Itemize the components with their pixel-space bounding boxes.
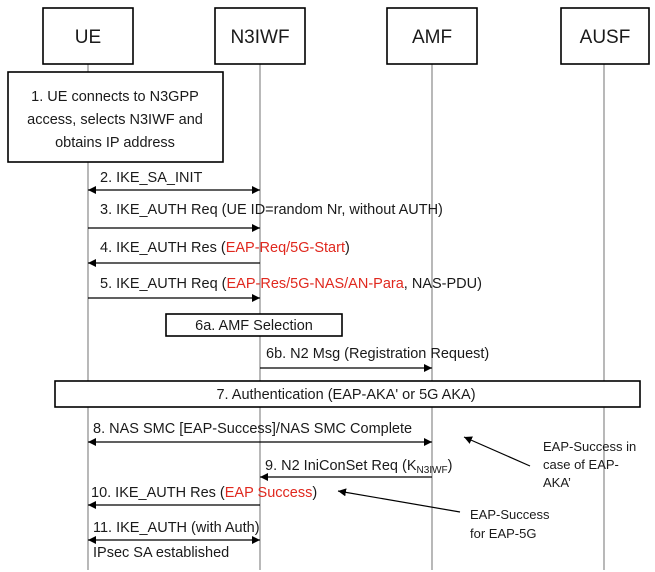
msg-4-red: EAP-Req/5G-Start [226,240,345,256]
msg-9-label: 9. N2 IniConSet Req (KN3IWF) [265,458,452,476]
note-eap5g-line1: EAP-Success [470,507,550,522]
entity-ausf: AUSF [560,7,650,65]
entity-amf: AMF [386,7,478,65]
note-eap5g: EAP-Success for EAP-5G [337,488,550,541]
entity-ue: UE [42,7,134,65]
note-aka-line3: AKA’ [543,475,571,490]
note-aka: EAP-Success in case of EAP- AKA’ [463,436,636,490]
step6a-box: 6a. AMF Selection [165,313,343,337]
msg-4-prefix: 4. IKE_AUTH Res ( [100,240,226,256]
msg-3-label: 3. IKE_AUTH Req (UE ID=random Nr, withou… [100,202,443,218]
msg-10-suffix: ) [312,485,317,501]
entity-ausf-label: AUSF [580,27,631,48]
msg-10-red: EAP Success [225,485,313,501]
msg-5-suffix: , NAS-PDU) [404,276,482,292]
step7-label: 7. Authentication (EAP-AKA' or 5G AKA) [216,387,475,403]
entity-n3iwf: N3IWF [214,7,306,65]
step1-line3: obtains IP address [55,135,175,151]
note-aka-pointer [463,436,531,467]
msg-4-label: 4. IKE_AUTH Res (EAP-Req/5G-Start) [100,240,350,256]
entity-n3iwf-label: N3IWF [230,27,289,48]
msg-10-prefix: 10. IKE_AUTH Res ( [91,485,225,501]
note-aka-line1: EAP-Success in [543,439,636,454]
step6a-label: 6a. AMF Selection [195,318,313,334]
step1-box: 1. UE connects to N3GPP access, selects … [7,71,224,163]
msg-10-label: 10. IKE_AUTH Res (EAP Success) [91,485,317,501]
msg-5-prefix: 5. IKE_AUTH Req ( [100,276,227,292]
msg-5-label: 5. IKE_AUTH Req (EAP-Res/5G-NAS/AN-Para,… [100,276,482,292]
note-eap5g-line2: for EAP-5G [470,526,536,541]
msg-9-prefix: 9. N2 IniConSet Req (K [265,458,417,474]
msg-5-red: EAP-Res/5G-NAS/AN-Para [227,276,405,292]
msg-11-sublabel: IPsec SA established [93,545,229,561]
msg-6b-label: 6b. N2 Msg (Registration Request) [266,346,489,362]
note-aka-line2: case of EAP- [543,457,619,472]
step1-line1: 1. UE connects to N3GPP [31,89,199,105]
msg-4-suffix: ) [345,240,350,256]
step7-box: 7. Authentication (EAP-AKA' or 5G AKA) [54,380,641,408]
note-eap5g-pointer [337,488,461,513]
msg-9-sub: N3IWF [417,465,448,476]
msg-11-label: 11. IKE_AUTH (with Auth) [93,520,260,536]
entity-ue-label: UE [75,27,101,48]
entity-amf-label: AMF [412,27,452,48]
step1-line2: access, selects N3IWF and [27,112,203,128]
msg-8-label: 8. NAS SMC [EAP-Success]/NAS SMC Complet… [93,421,412,437]
msg-2-label: 2. IKE_SA_INIT [100,170,202,186]
msg-9-suffix: ) [448,458,453,474]
